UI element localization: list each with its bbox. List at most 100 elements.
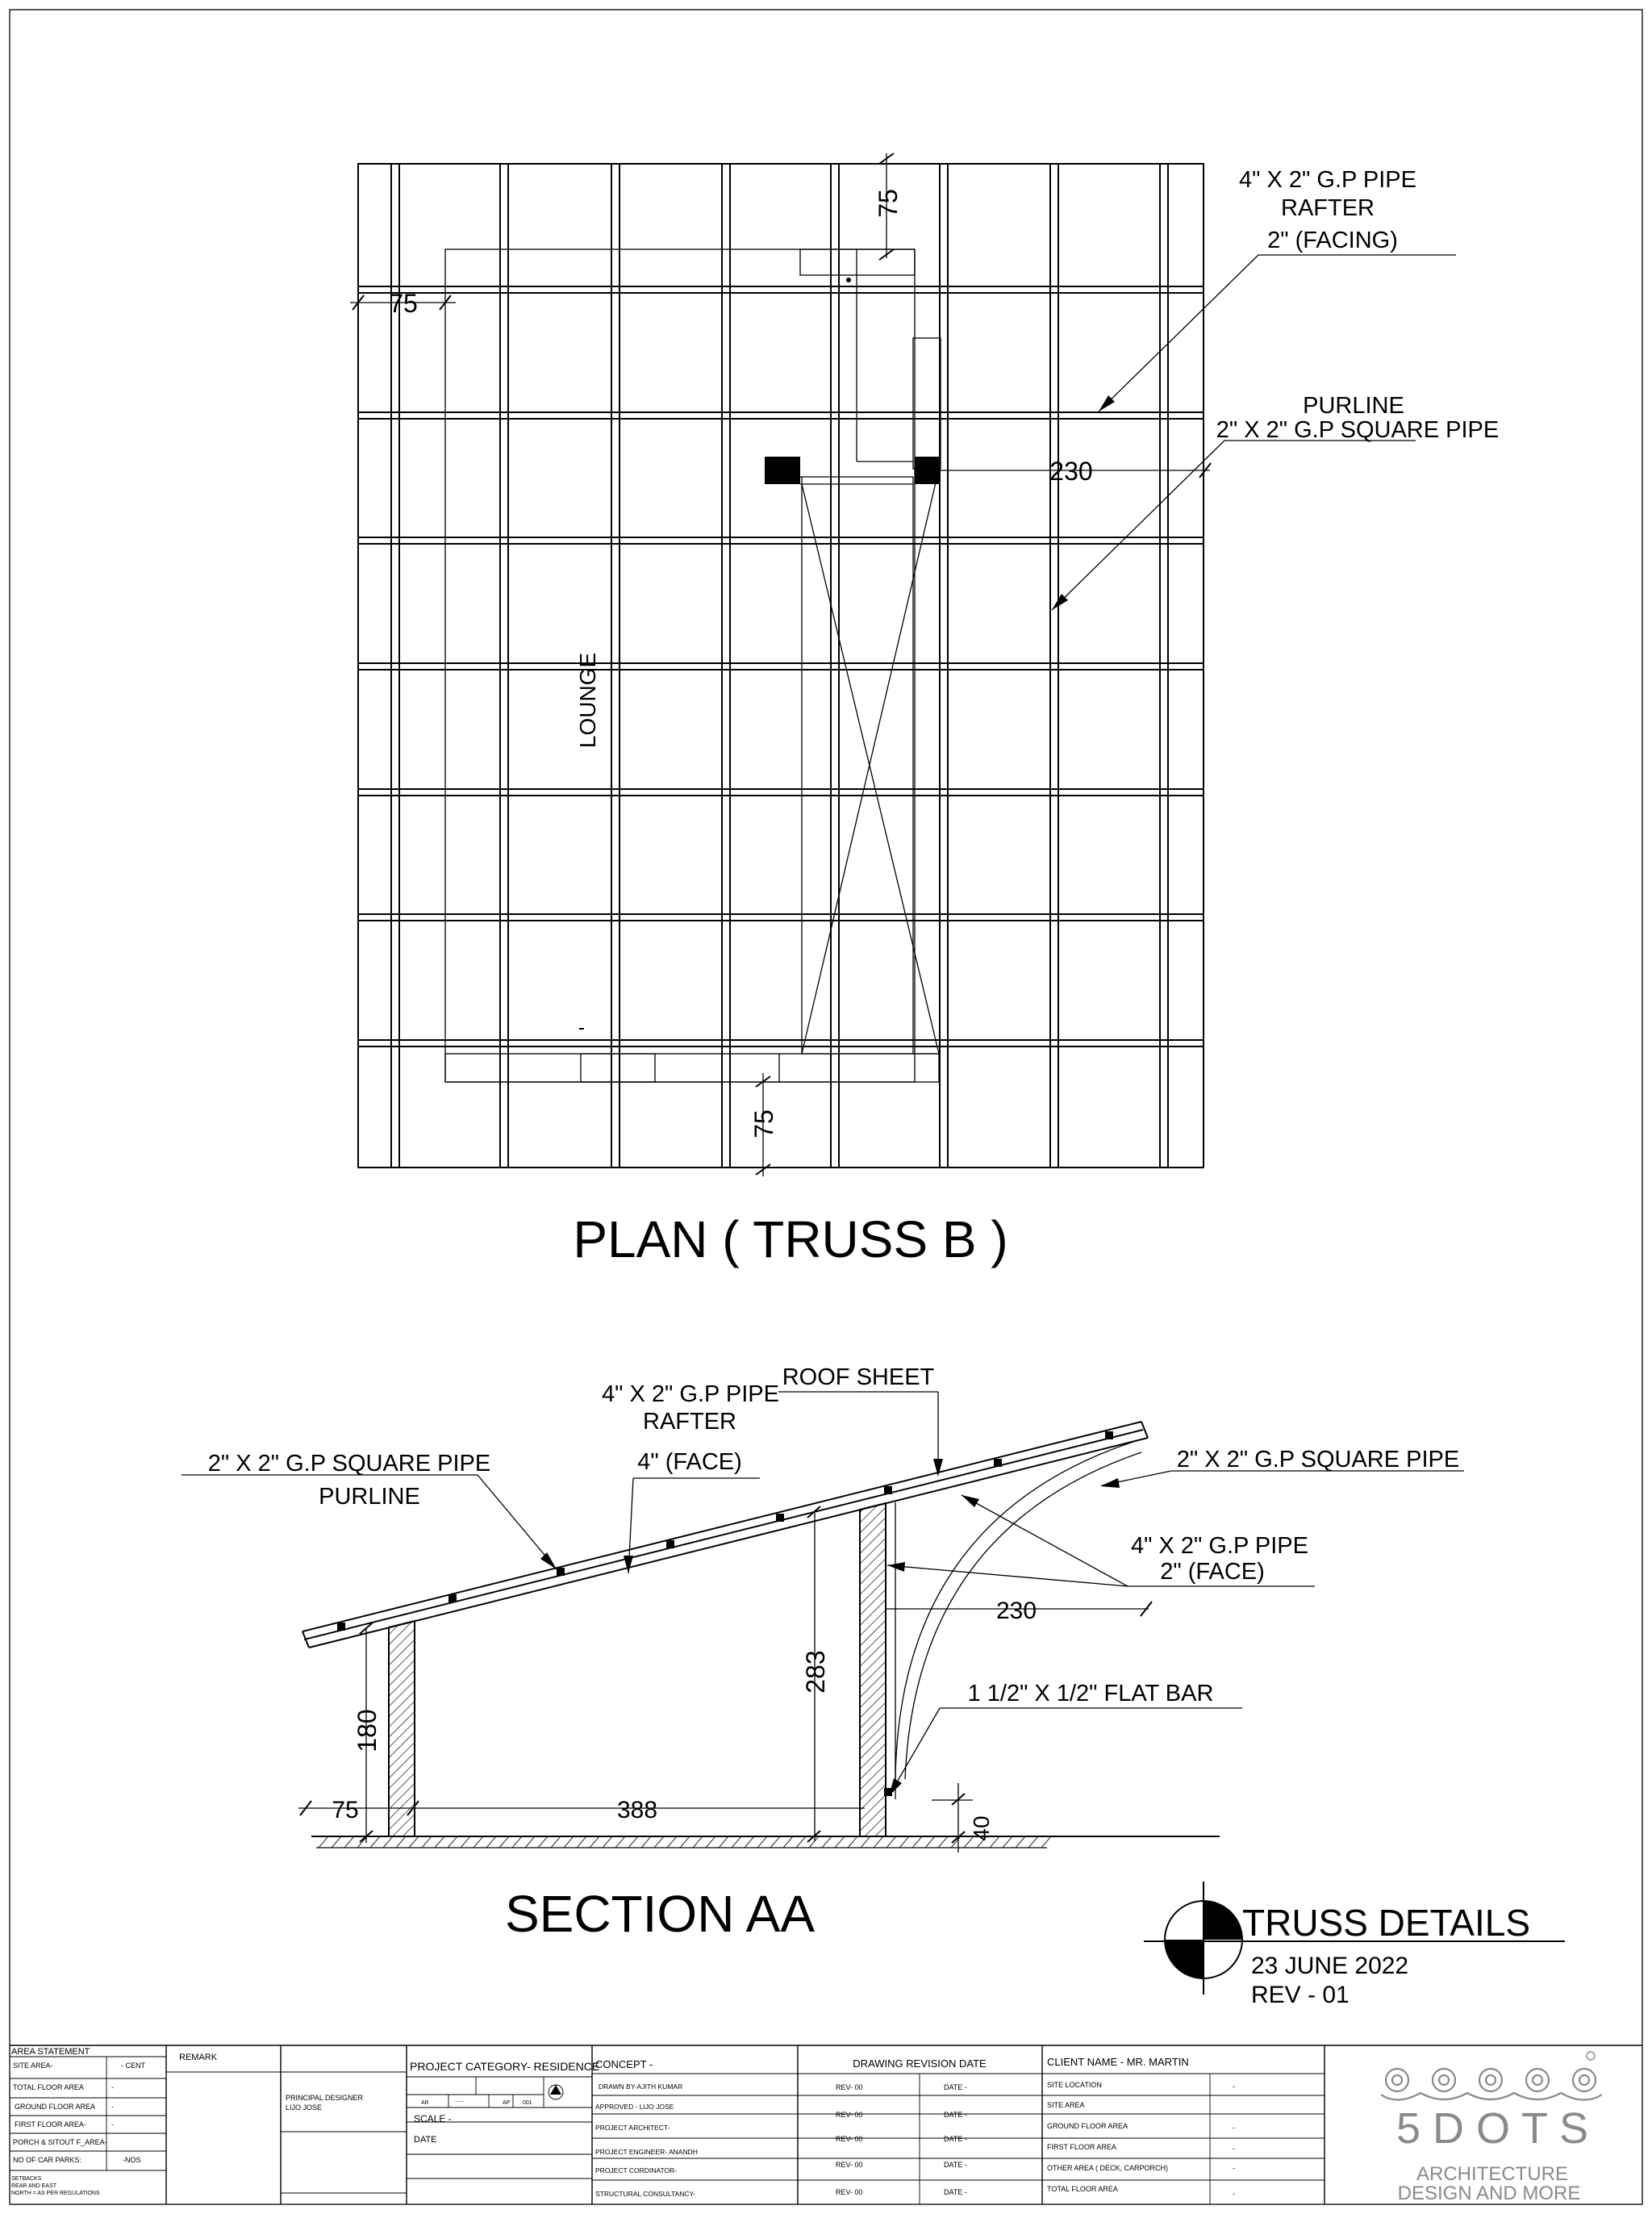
section-pipe-face-note-2: 2" (FACE) [1160,1559,1265,1585]
plan-rafter-note-3: 2" (FACING) [1267,228,1398,253]
section-dim-40: 40 [932,1783,994,1853]
section-pipe-face-note-1: 4" X 2" G.P PIPE [1131,1533,1308,1559]
section-dim-388-value: 388 [617,1797,657,1823]
plan-building-outline [444,249,941,1083]
section-square-pipe-label: 2" X 2" G.P SQUARE PIPE [1177,1447,1459,1473]
section-aa: 230 283 180 75 388 [181,1364,1464,1943]
section-rafter-note-2: RAFTER [643,1409,736,1435]
concept-row: PROJECT ARCHITECT- [595,2124,670,2132]
concept-row: APPROVED - LIJO JOSE [595,2103,674,2111]
concept-row: PROJECT ENGINEER- ANANDH [595,2148,698,2156]
section-curved-brace-outer [895,1439,1139,1780]
section-square-pipe-callout: 2" X 2" G.P SQUARE PIPE [1100,1447,1464,1488]
revision-date: DATE - [944,2111,967,2119]
client-row-value: - [1233,2190,1235,2198]
plan-room-label: LOUNGE [575,653,600,748]
area-statement: AREA STATEMENT SITE AREA- - CENT TOTAL F… [10,2047,166,2196]
client-row-label: GROUND FLOOR AREA [1047,2122,1128,2130]
plan-rafter-note-2: RAFTER [1281,195,1375,221]
plan-column-right [915,457,941,484]
concept-row: STRUCTURAL CONSULTANCY- [595,2190,695,2198]
plan-dim-top: 75 [874,152,903,261]
sheet-border [9,9,1643,2205]
section-rafter-note-1: 4" X 2" G.P PIPE [602,1381,779,1407]
section-pipe-face-callout: 4" X 2" G.P PIPE 2" (FACE) [886,1494,1315,1587]
truss-details-rev: REV - 01 [1251,1982,1350,2008]
client-row-value: - [1233,2124,1235,2132]
section-dim-283: 283 [801,1506,830,1843]
section-dim-40-value: 40 [969,1815,994,1840]
section-purline-note-2: PURLINE [319,1484,420,1510]
area-row-label: SITE AREA- [13,2062,53,2070]
section-roof-sheet-callout: ROOF SHEET [778,1364,943,1477]
revision-rev: REV- 00 [836,2111,863,2119]
section-dim-180-value: 180 [353,1709,382,1752]
plan-outline [357,163,1204,1168]
revision-cell: DRAWING REVISION DATE REV- 00 DATE - REV… [798,2057,1042,2204]
client-row-label: SITE AREA [1047,2101,1085,2109]
scale-label: SCALE - [414,2113,452,2124]
truss-details-date: 23 JUNE 2022 [1251,1953,1408,1979]
section-purline-callout: 2" X 2" G.P SQUARE PIPE PURLINE [181,1451,557,1570]
section-dim-283-value: 283 [801,1650,830,1693]
plan-rafters [390,164,1169,1168]
area-row-value: -NOS [123,2156,141,2164]
sheet-code-part: 001 [523,2100,532,2106]
sheet-code-part: ...... [454,2098,464,2103]
logo-dots-icon [1380,2051,1603,2101]
client-row-label: FIRST FLOOR AREA [1047,2143,1116,2151]
section-purlins [337,1431,1113,1631]
plan-rafter-note-1: 4" X 2" G.P PIPE [1239,167,1416,193]
setback-note: SETBACKS [11,2176,42,2182]
revision-date: DATE - [944,2135,967,2143]
area-row-label: GROUND FLOOR AREA [15,2103,95,2111]
plan-rafter-leader: 4" X 2" G.P PIPE RAFTER 2" (FACING) [1098,167,1456,412]
area-row-value: - [111,2083,114,2091]
section-purline-note-1: 2" X 2" G.P SQUARE PIPE [208,1451,490,1477]
setback-note: REAR AND EAST [11,2183,57,2189]
sheet-title-block: TRUSS DETAILS 23 JUNE 2022 REV - 01 [1144,1882,1565,2008]
area-row-label: NO OF CAR PARKS: [13,2156,81,2164]
section-ground-hatch [318,1836,1052,1848]
plan-purlins [358,286,1204,1047]
concept-row: PROJECT CORDINATOR- [595,2166,677,2174]
plan-dim-left: 75 [350,289,456,318]
section-dim-75-388: 75 388 [298,1797,865,1823]
revision-date: DATE - [944,2083,967,2091]
plan-dim-top-value: 75 [874,189,903,218]
truss-details-title: TRUSS DETAILS [1242,1902,1530,1944]
plan-purline-note-1: PURLINE [1303,393,1404,419]
client-header: CLIENT NAME - MR. MARTIN [1047,2056,1189,2068]
client-row-value: - [1233,2145,1235,2153]
section-column-left [388,1619,415,1837]
logo-name: 5 D O T S [1396,2104,1588,2153]
plan-purline-leader: PURLINE 2" X 2" G.P SQUARE PIPE [1051,393,1499,611]
client-row-label: TOTAL FLOOR AREA [1047,2185,1118,2193]
firm-logo: 5 D O T S ARCHITECTURE DESIGN AND MORE [1380,2051,1603,2204]
section-rafter-callout: 4" X 2" G.P PIPE RAFTER 4" (FACE) [602,1381,779,1574]
area-statement-header: AREA STATEMENT [11,2047,90,2057]
client-row-label: SITE LOCATION [1047,2081,1102,2089]
section-flat-bar-label: 1 1/2" X 1/2" FLAT BAR [968,1681,1214,1706]
area-row-label: PORCH & SITOUT F_AREA- [13,2138,107,2146]
plan-dim-right-value: 230 [1049,457,1092,486]
area-row-label: TOTAL FLOOR AREA [13,2083,84,2091]
section-column-right [859,1502,886,1837]
area-row-value: - [111,2120,114,2128]
logo-tagline-2: DESIGN AND MORE [1398,2183,1581,2204]
area-row-value: - [111,2103,114,2111]
sheet-code-part: AP [503,2100,511,2106]
revision-rev: REV- 00 [836,2161,863,2169]
sheet-code-part: AR [421,2100,429,2106]
remark-label: REMARK [179,2053,218,2062]
section-flat-bar-end [884,1788,892,1796]
concept-cell: CONCEPT - DRAWN BY-AJITH KUMAR APPROVED … [592,2058,798,2198]
project-category-cell: PROJECT CATEGORY- RESIDENCE AR ...... AP… [407,2060,599,2179]
plan-truss-b: LOUNGE 75 75 75 230 [350,152,1499,1268]
section-dim-230: 230 [886,1598,1153,1624]
plan-column-left [765,457,800,484]
area-row-label: FIRST FLOOR AREA- [15,2120,86,2128]
principal-designer-name: LIJO JOSE [286,2103,322,2112]
section-roof [302,1421,1149,1648]
